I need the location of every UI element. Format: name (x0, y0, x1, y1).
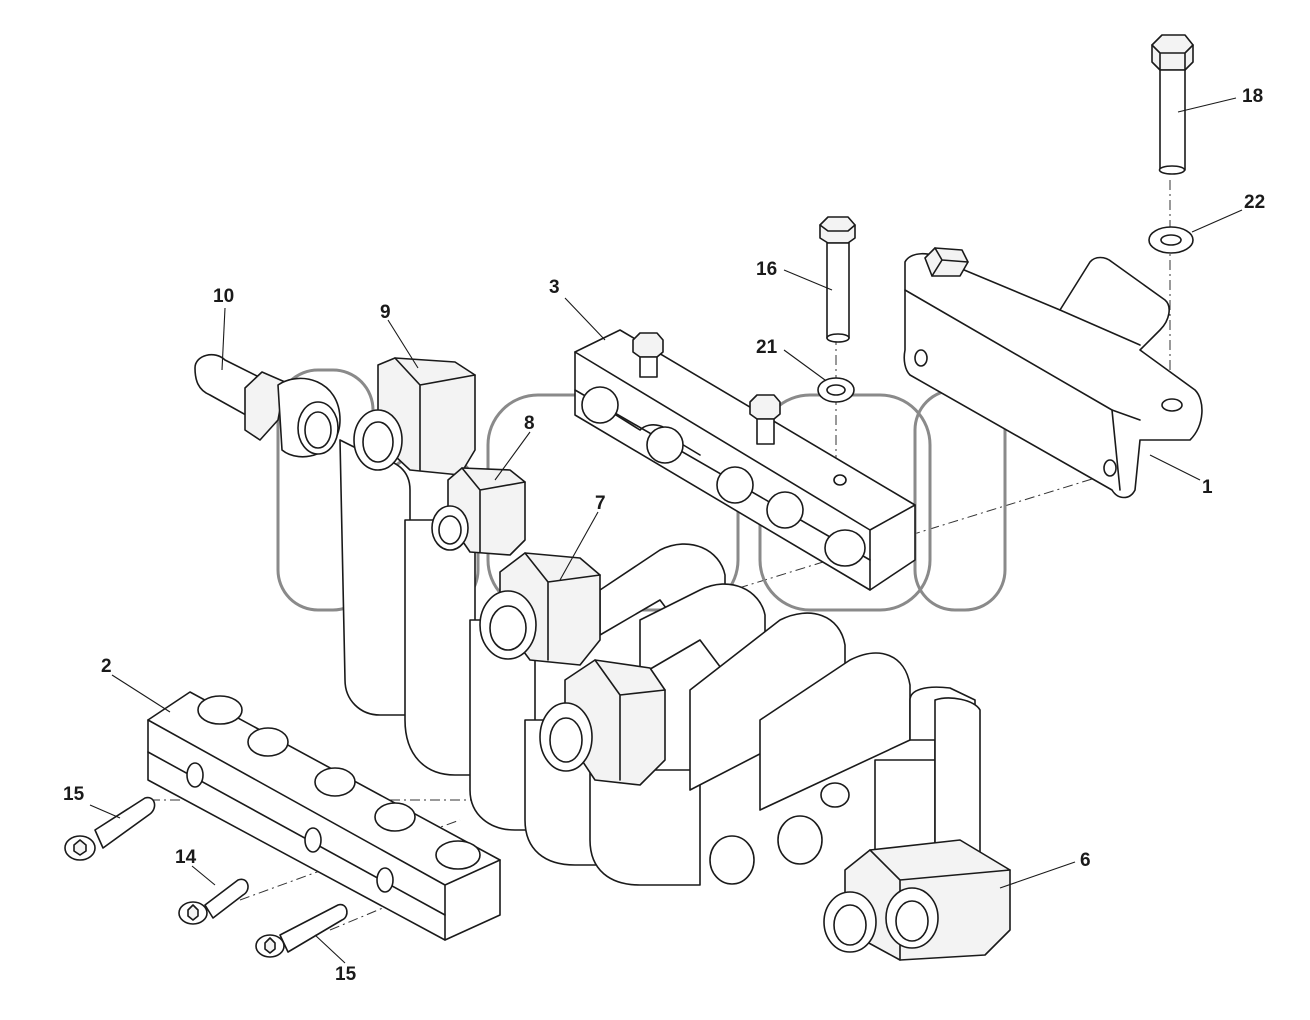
elbow-fitting-9 (339, 357, 476, 716)
callout-7: 7 (595, 493, 606, 514)
callout-3: 3 (549, 277, 560, 298)
callout-9: 9 (380, 302, 391, 323)
callout-6: 6 (1080, 850, 1091, 871)
u-pipe-8 (404, 467, 526, 776)
callout-14: 14 (175, 847, 197, 868)
spring-washer-22 (1148, 226, 1194, 254)
leader-lines (89, 97, 1243, 964)
callout-8: 8 (524, 413, 535, 434)
callout-15-upper: 15 (63, 784, 85, 805)
callout-15-lower: 15 (335, 964, 357, 985)
bracket-plate (903, 247, 1203, 499)
socket-bolt-15-lower (255, 903, 348, 958)
callout-21: 21 (756, 337, 778, 358)
callout-22: 22 (1244, 192, 1265, 213)
u-pipe-cluster (524, 612, 911, 886)
hose-adapter (194, 353, 341, 458)
flat-washer-21 (817, 377, 855, 403)
u-pipe-7 (469, 543, 766, 831)
socket-bolt-15-upper (64, 796, 156, 861)
callout-labels: 18 22 16 21 1 3 10 9 8 7 2 15 14 15 6 (63, 86, 1265, 985)
callout-18: 18 (1242, 86, 1263, 107)
callout-16: 16 (756, 259, 777, 280)
hex-bolt-18 (1151, 34, 1194, 175)
hex-bolt-16 (819, 216, 856, 343)
callout-2: 2 (101, 656, 112, 677)
socket-bolt-14 (178, 878, 249, 925)
upper-clamp-block (574, 329, 916, 591)
callout-10: 10 (213, 286, 234, 307)
twin-port-fitting-6 (823, 686, 1011, 961)
callout-1: 1 (1202, 477, 1213, 498)
lower-clamp-block (147, 691, 501, 941)
